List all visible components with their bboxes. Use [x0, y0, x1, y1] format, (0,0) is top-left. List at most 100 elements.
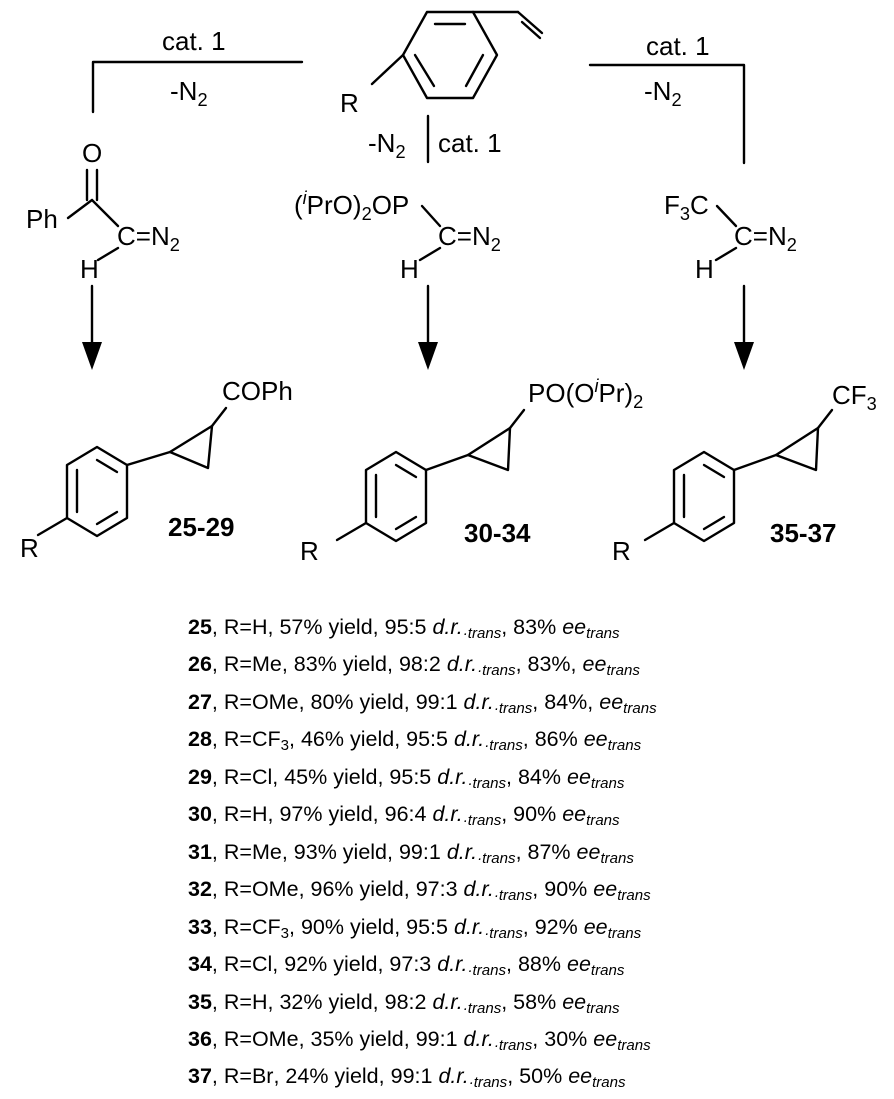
right-catalyst-label: cat. 1 [646, 31, 710, 61]
ee-value: 84% [517, 764, 561, 789]
yield-value: 96% yield [310, 877, 404, 902]
result-row: 36, R=OMe, 35% yield, 99:1 d.r.·trans, 3… [188, 1026, 651, 1054]
ee-label: ee [562, 802, 587, 827]
left-product-r-label: R [20, 533, 39, 563]
left-reagent-carbon: C=N2 [117, 221, 180, 255]
ee-value: 83% [513, 615, 557, 639]
dr-value: 95:5 [389, 764, 432, 789]
compound-id: 32 [188, 877, 212, 902]
compound-id: 27 [188, 689, 212, 714]
right-branch: cat. 1 -N2 [588, 31, 746, 165]
ee-label: ee [562, 989, 587, 1014]
ee-value: 84%, [544, 689, 594, 714]
dr-value: 96:4 [384, 802, 427, 827]
ee-subscript: trans [590, 961, 625, 979]
compound-id: 33 [188, 914, 212, 939]
ee-label: ee [562, 615, 587, 639]
ee-subscript: trans [617, 1036, 651, 1054]
ee-subscript: trans [586, 999, 620, 1017]
dr-value: 99:1 [398, 839, 441, 864]
left-catalyst-label: cat. 1 [162, 26, 226, 56]
ee-value: 88% [517, 952, 561, 977]
center-reagent-hydrogen: H [400, 254, 419, 284]
dr-subscript: trans [482, 849, 516, 867]
substituent: R=H [223, 802, 268, 827]
styrene-reactant: R [340, 10, 544, 118]
ee-value: 30% [544, 1026, 588, 1051]
ee-value: 92% [534, 914, 578, 939]
dr-subscript: trans [467, 999, 502, 1017]
dr-label: d.r. [437, 764, 468, 789]
ee-subscript: trans [590, 774, 625, 792]
dr-subscript: trans [489, 737, 523, 755]
compound-id: 37 [188, 1064, 212, 1089]
center-reagent-carbon: C=N2 [438, 221, 501, 255]
yield-value: 90% yield [300, 914, 395, 939]
result-row: 26, R=Me, 83% yield, 98:2 d.r.·trans, 83… [188, 652, 640, 680]
left-reagent: O Ph C=N2 H [26, 138, 180, 284]
ee-label: ee [582, 652, 607, 677]
dr-subscript: trans [467, 812, 502, 830]
yield-value: 97% yield [279, 802, 373, 827]
result-row: 33, R=CF3, 90% yield, 95:5 d.r.·trans, 9… [188, 914, 642, 942]
substituent: R=Cl [223, 952, 273, 977]
ee-label: ee [566, 764, 591, 789]
substituent-subscript: 3 [280, 737, 289, 755]
result-row: 27, R=OMe, 80% yield, 99:1 d.r.·trans, 8… [188, 689, 657, 717]
left-reagent-hydrogen: H [80, 254, 99, 284]
yield-value: 35% yield [310, 1026, 404, 1051]
center-arrow [418, 284, 438, 370]
compound-id: 26 [188, 652, 212, 677]
center-catalyst-label: cat. 1 [438, 128, 502, 158]
yield-value: 46% yield [300, 727, 395, 752]
right-product-cyclopropane [774, 426, 820, 472]
substituent: R=OMe [223, 689, 299, 714]
dr-subscript: trans [472, 961, 506, 979]
right-product-r-label: R [612, 536, 631, 566]
compound-id: 34 [188, 952, 212, 977]
left-product-cyclopropane [168, 424, 214, 470]
left-product: R COPh 25-29 [20, 376, 293, 563]
right-arrow [734, 284, 754, 370]
ee-subscript: trans [607, 737, 642, 755]
dr-value: 95:5 [384, 615, 427, 639]
dr-label: d.r. [453, 727, 485, 752]
ee-value: 87% [527, 839, 571, 864]
ee-label: ee [566, 952, 591, 977]
center-loss-label: -N2 [368, 128, 406, 162]
ee-subscript: trans [586, 624, 620, 642]
yield-value: 45% yield [284, 764, 378, 789]
ee-value: 50% [519, 1064, 563, 1089]
compound-id: 36 [188, 1026, 212, 1051]
dr-subscript: trans [472, 774, 506, 792]
reaction-scheme: R cat. 1 -N2 cat. 1 -N2 -N2 cat. 1 O Ph … [20, 10, 877, 566]
right-product: R CF3 35-37 [612, 380, 877, 566]
right-reagent-hydrogen: H [695, 254, 714, 284]
right-loss-label: -N2 [644, 76, 682, 110]
dr-subscript: trans [498, 1036, 533, 1054]
left-branch: cat. 1 -N2 [91, 26, 304, 114]
compound-id: 31 [188, 839, 212, 864]
compound-id: 28 [188, 727, 212, 752]
left-arrow [82, 284, 102, 370]
dr-label: d.r. [432, 615, 463, 639]
ee-value: 86% [534, 727, 578, 752]
dr-subscript: trans [473, 1074, 508, 1092]
yield-value: 24% yield [285, 1064, 379, 1089]
ee-subscript: trans [600, 849, 634, 867]
ee-label: ee [593, 877, 618, 902]
substituent: R=CF [223, 727, 281, 752]
right-reagent: F3C C=N2 H [664, 190, 797, 284]
ee-label: ee [593, 1026, 618, 1051]
yield-value: 83% yield [293, 652, 388, 677]
right-product-group: CF3 [832, 380, 877, 414]
ee-subscript: trans [623, 699, 657, 717]
dr-subscript: trans [498, 699, 533, 717]
dr-label: d.r. [463, 689, 494, 714]
center-reagent: (iPrO)2OP C=N2 H [294, 188, 501, 284]
yield-value: 93% yield [293, 839, 388, 864]
left-loss-label: -N2 [170, 76, 208, 110]
substituent: R=Me [223, 839, 282, 864]
dr-label: d.r. [432, 802, 463, 827]
compound-id: 25 [188, 615, 212, 639]
